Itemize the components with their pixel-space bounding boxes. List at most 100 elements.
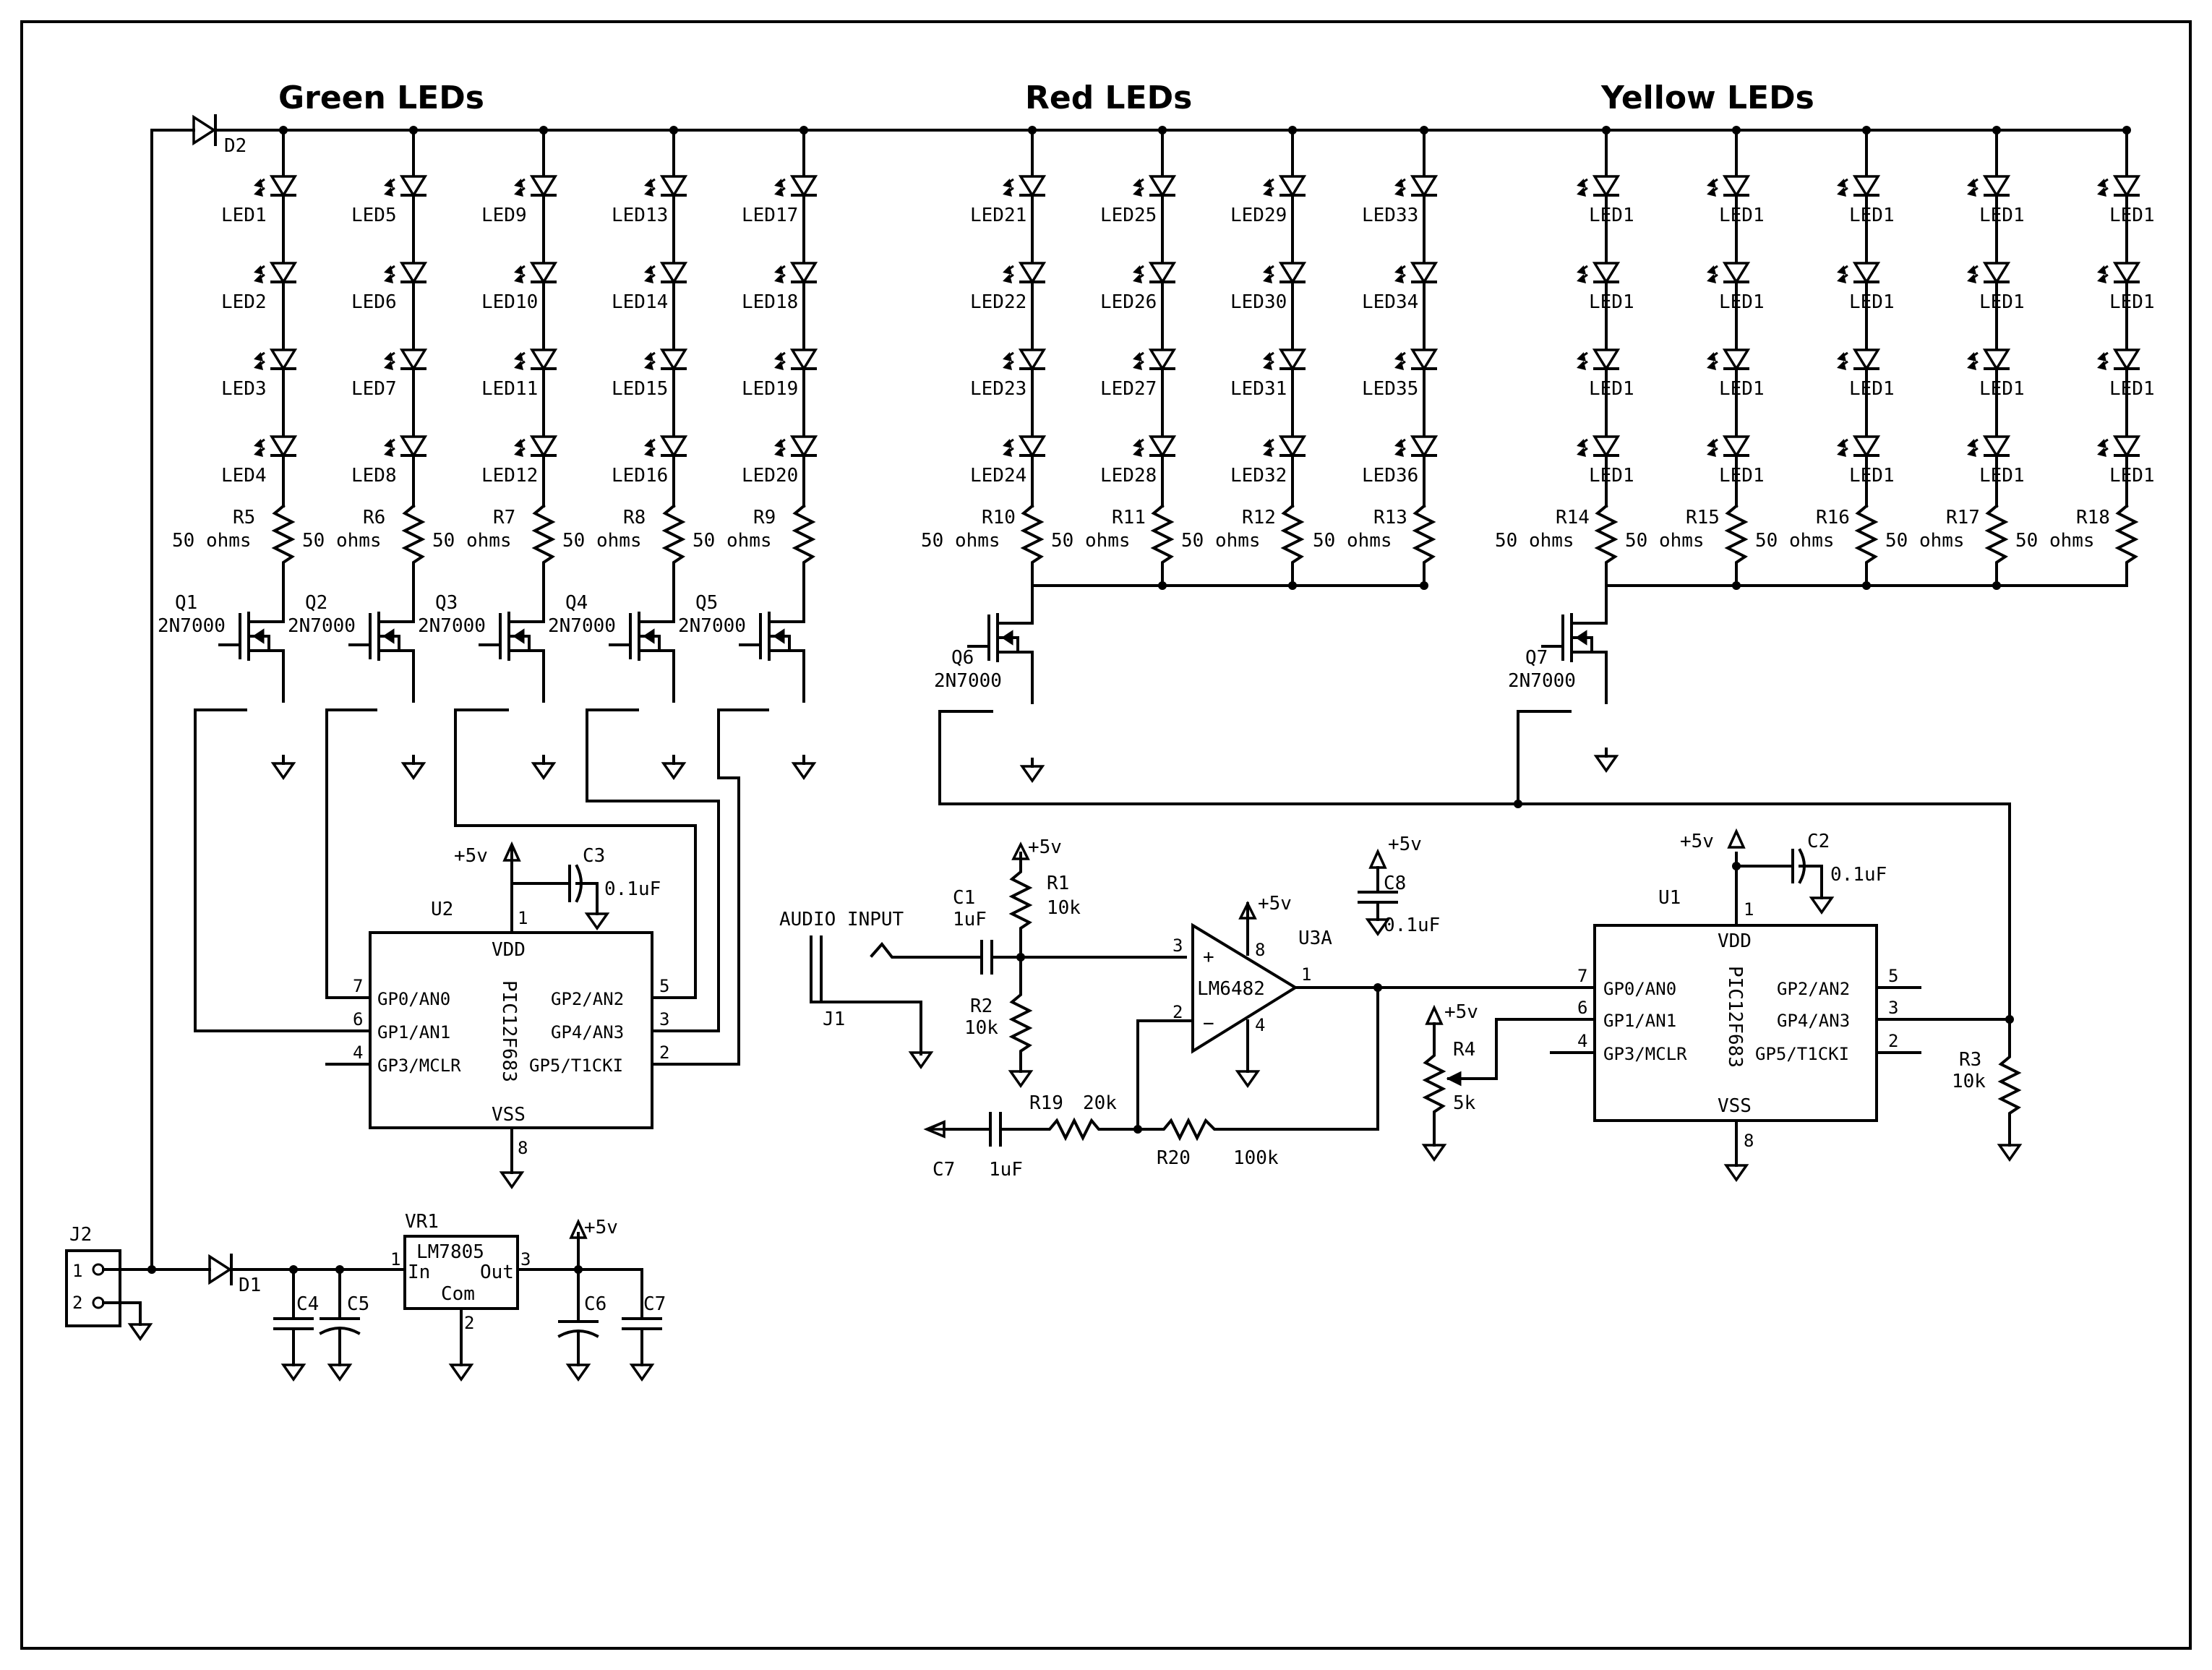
led-label: LED1 [1849,205,1895,226]
led-label: LED1 [1589,205,1634,226]
resistor-label: R13 [1373,507,1407,528]
led-label: LED1 [2109,205,2155,226]
led-label: LED8 [351,465,397,487]
ground-c5 [327,1356,353,1382]
power-supply-section: J2 1 2 D1 C4 C5 VR1 LM7805 In Out Com 1 … [65,1211,666,1365]
resistor-label: R8 [623,507,646,528]
led-label: LED20 [742,465,798,487]
r4-value: 5k [1453,1092,1476,1114]
vr1-plus5-label: +5v [584,1217,618,1238]
led-label: LED17 [742,205,798,226]
r2-label: R2 [970,995,993,1017]
ground-q3 [531,755,557,781]
u2-pin2: 2 [659,1042,669,1063]
led-label: LED6 [351,291,397,313]
resistor-label: R16 [1816,507,1850,528]
r3-value: 10k [1952,1071,1986,1092]
mosfet-label: Q5 [695,592,718,614]
u2-label: U2 [431,899,453,920]
led-label: LED21 [970,205,1026,226]
resistor-label: R9 [753,507,776,528]
led-label: LED1 [1589,291,1634,313]
led-label: LED11 [481,378,538,400]
led-label: LED16 [612,465,668,487]
gate-wire-q5 [694,708,769,1066]
r3-label: R3 [1959,1049,1981,1071]
header-yellow-leds: Yellow LEDs [1600,80,1814,116]
u2-pin3: 3 [659,1009,669,1029]
u2-pin7: 7 [353,976,363,996]
opamp-pin8: 8 [1255,940,1265,960]
vr1-pin1: 1 [390,1249,400,1269]
u1-pin8: 8 [1744,1131,1754,1151]
resistor-value: 50 ohms [1313,530,1392,552]
u1-pin2: 2 [1888,1031,1898,1051]
led-label: LED1 [1719,291,1765,313]
j2-pin2: 2 [72,1293,82,1313]
ground-c3 [584,905,610,931]
opamp-pin3: 3 [1173,935,1183,956]
u1-pin1: 1 [1744,899,1754,920]
mosfet-part: 2N7000 [288,615,356,637]
mosfet-label: Q3 [435,592,458,614]
led-label: LED5 [351,205,397,226]
led-label: LED19 [742,378,798,400]
u1-pin3: 3 [1888,998,1898,1018]
vr1-out-label: Out [480,1262,514,1283]
led-label: LED14 [612,291,668,313]
gate-wire-q1 [194,708,328,1032]
j1-label: J1 [823,1009,845,1030]
r4-label: R4 [1453,1039,1475,1061]
vr1-pin2: 2 [464,1313,474,1333]
resistor-value: 50 ohms [693,530,772,552]
mosfet-label: Q6 [951,647,974,669]
led-label: LED22 [970,291,1026,313]
ground-r3 [1997,1136,2023,1162]
ground-u1 [1723,1157,1749,1183]
u1-gp4-label: GP4/AN3 [1777,1011,1850,1031]
u2-pin1: 1 [518,908,528,928]
mosfet-part: 2N7000 [934,670,1002,692]
r1-plus5-label: +5v [1028,836,1062,858]
u1-pin6: 6 [1577,998,1587,1018]
led-label: LED24 [970,465,1026,487]
resistor-value: 50 ohms [1885,530,1965,552]
led-label: LED1 [2109,291,2155,313]
ground-c4 [280,1356,306,1382]
c1-label: C1 [953,887,975,909]
resistor-value: 50 ohms [2015,530,2095,552]
ground-q2 [400,755,426,781]
opamp-u3a: + − LM6482 U3A +5v 8 4 3 2 1 R20 100k R1… [923,834,1580,1181]
mosfet-part: 2N7000 [678,615,746,637]
ground-c8 [1365,911,1391,937]
u1-label: U1 [1658,887,1681,909]
led-label: LED1 [1589,378,1634,400]
resistor-label: R18 [2076,507,2110,528]
c1-value: 1uF [953,909,987,930]
u2-gp4-label: GP4/AN3 [551,1022,624,1042]
gate-wire-q3 [454,708,697,999]
u2-gp1-label: GP1/AN1 [377,1022,450,1042]
r2-value: 10k [964,1017,998,1039]
ground-j2 [127,1316,153,1342]
ground-q7 [1593,748,1619,774]
r20-label: R20 [1157,1147,1191,1169]
ground-r2 [1008,1063,1034,1089]
led-label: LED7 [351,378,397,400]
vr1-in-label: In [408,1262,430,1283]
ground-q5 [791,755,817,781]
ground-c2 [1809,889,1835,915]
c7-label: C7 [643,1293,666,1315]
led-label: LED1 [1979,465,2025,487]
resistor-label: R6 [363,507,385,528]
resistor-label: R12 [1242,507,1276,528]
led-label: LED1 [1849,291,1895,313]
diode-d2: D2 [150,114,2128,157]
u1-gp5-label: GP5/T1CKI [1755,1044,1849,1064]
